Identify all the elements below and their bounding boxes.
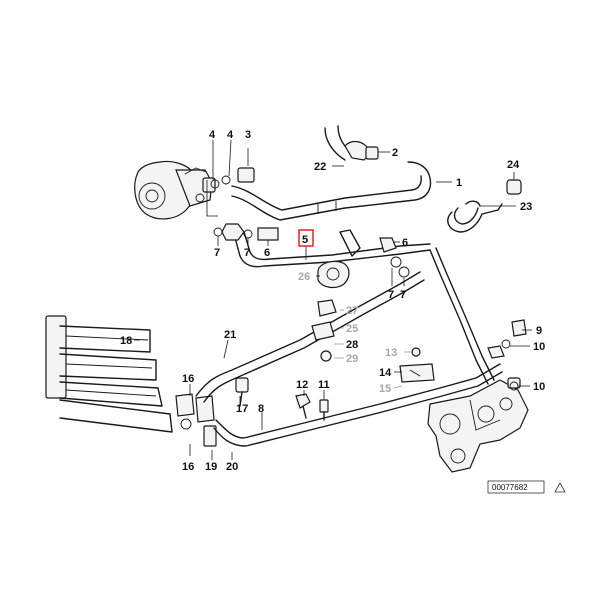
callout-16: 16 [182,373,194,385]
callout-10: 10 [533,341,545,353]
callout-20: 20 [226,461,238,473]
callout-21: 21 [224,329,236,341]
banjo-fittings [210,167,410,278]
diagram-reference: 00077682 [487,480,566,494]
callout-17: 17 [236,403,248,415]
callout-18: 18 [120,335,132,347]
callout-14: 14 [379,367,392,379]
callout-8: 8 [258,403,264,415]
callout-4: 4 [227,129,234,141]
hose-clamp [317,260,350,289]
callout-2: 2 [392,147,398,159]
oil-cooler [45,315,217,447]
feed-pipe [429,247,495,385]
callout-25: 25 [346,323,358,335]
callout-7: 7 [388,289,394,301]
callout-10: 10 [533,381,545,393]
cooler-return-line [195,271,425,403]
reservoir-hose [324,125,379,161]
callout-6: 6 [402,237,408,249]
callout-11: 11 [318,379,330,391]
callout-7: 7 [244,247,250,259]
callout-7: 7 [214,247,220,259]
pressure-hose [233,229,431,268]
warning-triangle-icon [554,482,566,493]
callout-1: 1 [456,177,462,189]
callout-4: 4 [209,129,216,141]
callout-9: 9 [536,325,542,337]
highlight-box [298,229,314,247]
steering-gear-box [427,319,529,473]
callout-26: 26 [298,271,310,283]
mounting-parts [235,299,435,421]
return-hose [231,161,432,221]
callout-28: 28 [346,339,358,351]
callout-12: 12 [296,379,308,391]
callout-16: 16 [182,461,194,473]
callout-7: 7 [400,289,406,301]
callout-27: 27 [346,305,358,317]
callout-13: 13 [385,347,397,359]
callout-23: 23 [520,201,532,213]
leader-lines [134,139,532,460]
callout-labels: 1 2 3 4 4 22 7 7 6 5 26 6 7 7 23 24 18 2… [120,129,545,473]
bracket-clip [447,179,522,233]
callout-29: 29 [346,353,358,365]
callout-3: 3 [245,129,251,141]
reference-number: 00077682 [492,483,528,492]
callout-19: 19 [205,461,217,473]
callout-5: 5 [302,234,308,246]
callout-6: 6 [264,247,270,259]
callout-24: 24 [507,159,520,171]
lower-pipe [213,363,503,447]
callout-22: 22 [314,161,326,173]
steering-pump [134,160,216,220]
callout-15: 15 [379,383,391,395]
